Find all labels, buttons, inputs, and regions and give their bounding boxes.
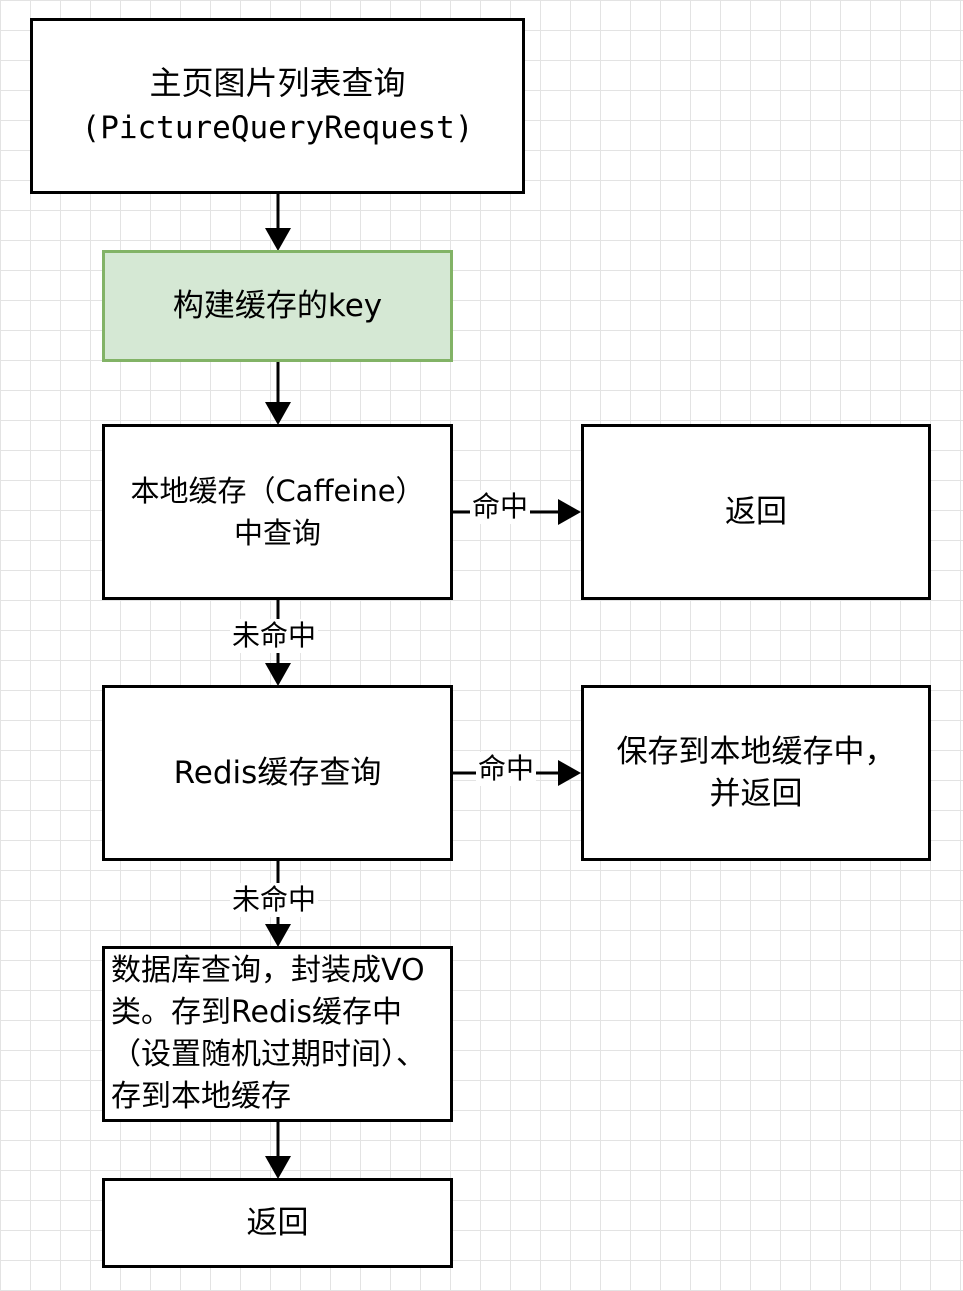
save-local-label: 保存到本地缓存中， 并返回 [616,734,896,812]
arrowhead-save [558,760,581,786]
arrowhead-db [265,924,291,947]
edge-label-hit-redis: 命中 [476,752,537,786]
node-return-local: 返回 [581,424,931,600]
node-build-key: 构建缓存的key [102,250,453,362]
arrowhead-return-final [265,1156,291,1179]
node-save-local: 保存到本地缓存中， 并返回 [581,685,931,861]
return-local-label: 返回 [725,494,787,530]
node-local-cache-query: 本地缓存（Caffeine） 中查询 [102,424,453,600]
node-start: 主页图片列表查询 (PictureQueryRequest) [30,18,525,194]
return-final-label: 返回 [246,1205,309,1241]
redis-query-label: Redis缓存查询 [173,755,382,791]
start-subtitle: (PictureQueryRequest) [81,110,474,146]
arrowhead-buildkey [265,228,291,251]
local-cache-label: 本地缓存（Caffeine） 中查询 [130,474,425,550]
node-return-final: 返回 [102,1178,453,1268]
edge-label-hit-local: 命中 [470,490,531,524]
start-title: 主页图片列表查询 [149,64,406,102]
arrowhead-redis [265,663,291,686]
arrowhead-local [265,402,291,425]
edge-label-miss-local: 未命中 [230,619,319,653]
arrowhead-return-local [558,499,581,525]
db-query-label: 数据库查询，封装成VO类。存到Redis缓存中（设置随机过期时间）、存到本地缓存 [111,953,426,1114]
node-db-query: 数据库查询，封装成VO类。存到Redis缓存中（设置随机过期时间）、存到本地缓存 [102,946,453,1122]
edge-label-miss-redis: 未命中 [230,883,319,917]
build-key-label: 构建缓存的key [172,288,383,324]
node-redis-query: Redis缓存查询 [102,685,453,861]
